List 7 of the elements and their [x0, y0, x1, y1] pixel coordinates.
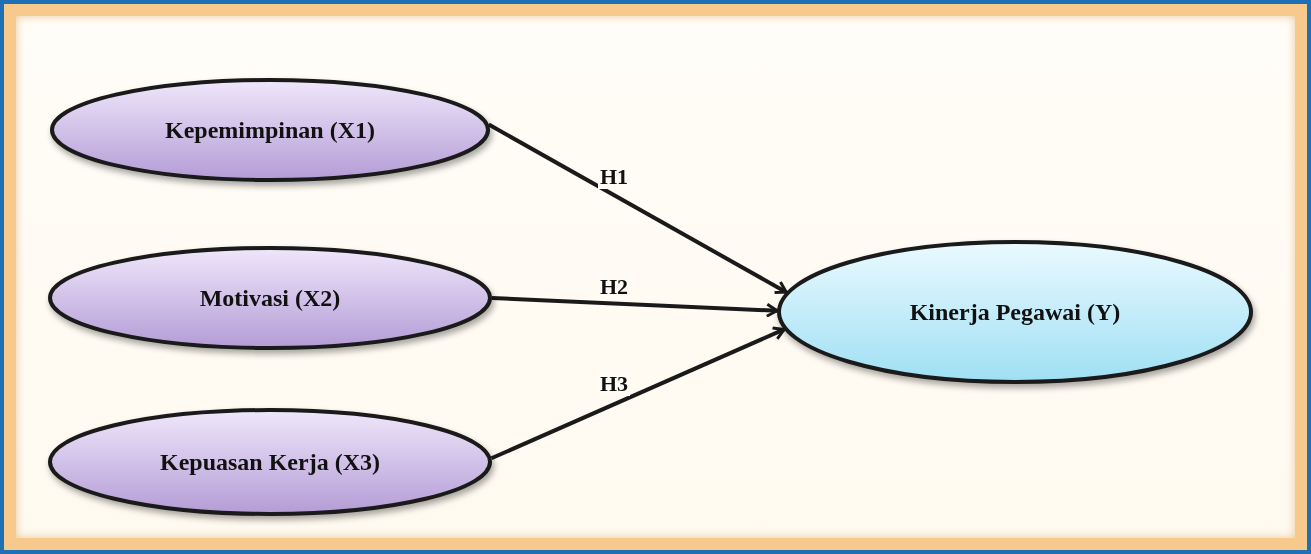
- variable-label: Motivasi (X2): [199, 284, 341, 313]
- arrow: [490, 326, 786, 461]
- arrow: [491, 296, 779, 318]
- arrow: [487, 122, 788, 294]
- variable-label: Kepuasan Kerja (X3): [160, 448, 380, 477]
- variable-label: Kinerja Pegawai (Y): [909, 298, 1121, 327]
- variable-label: Kepemimpinan (X1): [165, 116, 375, 145]
